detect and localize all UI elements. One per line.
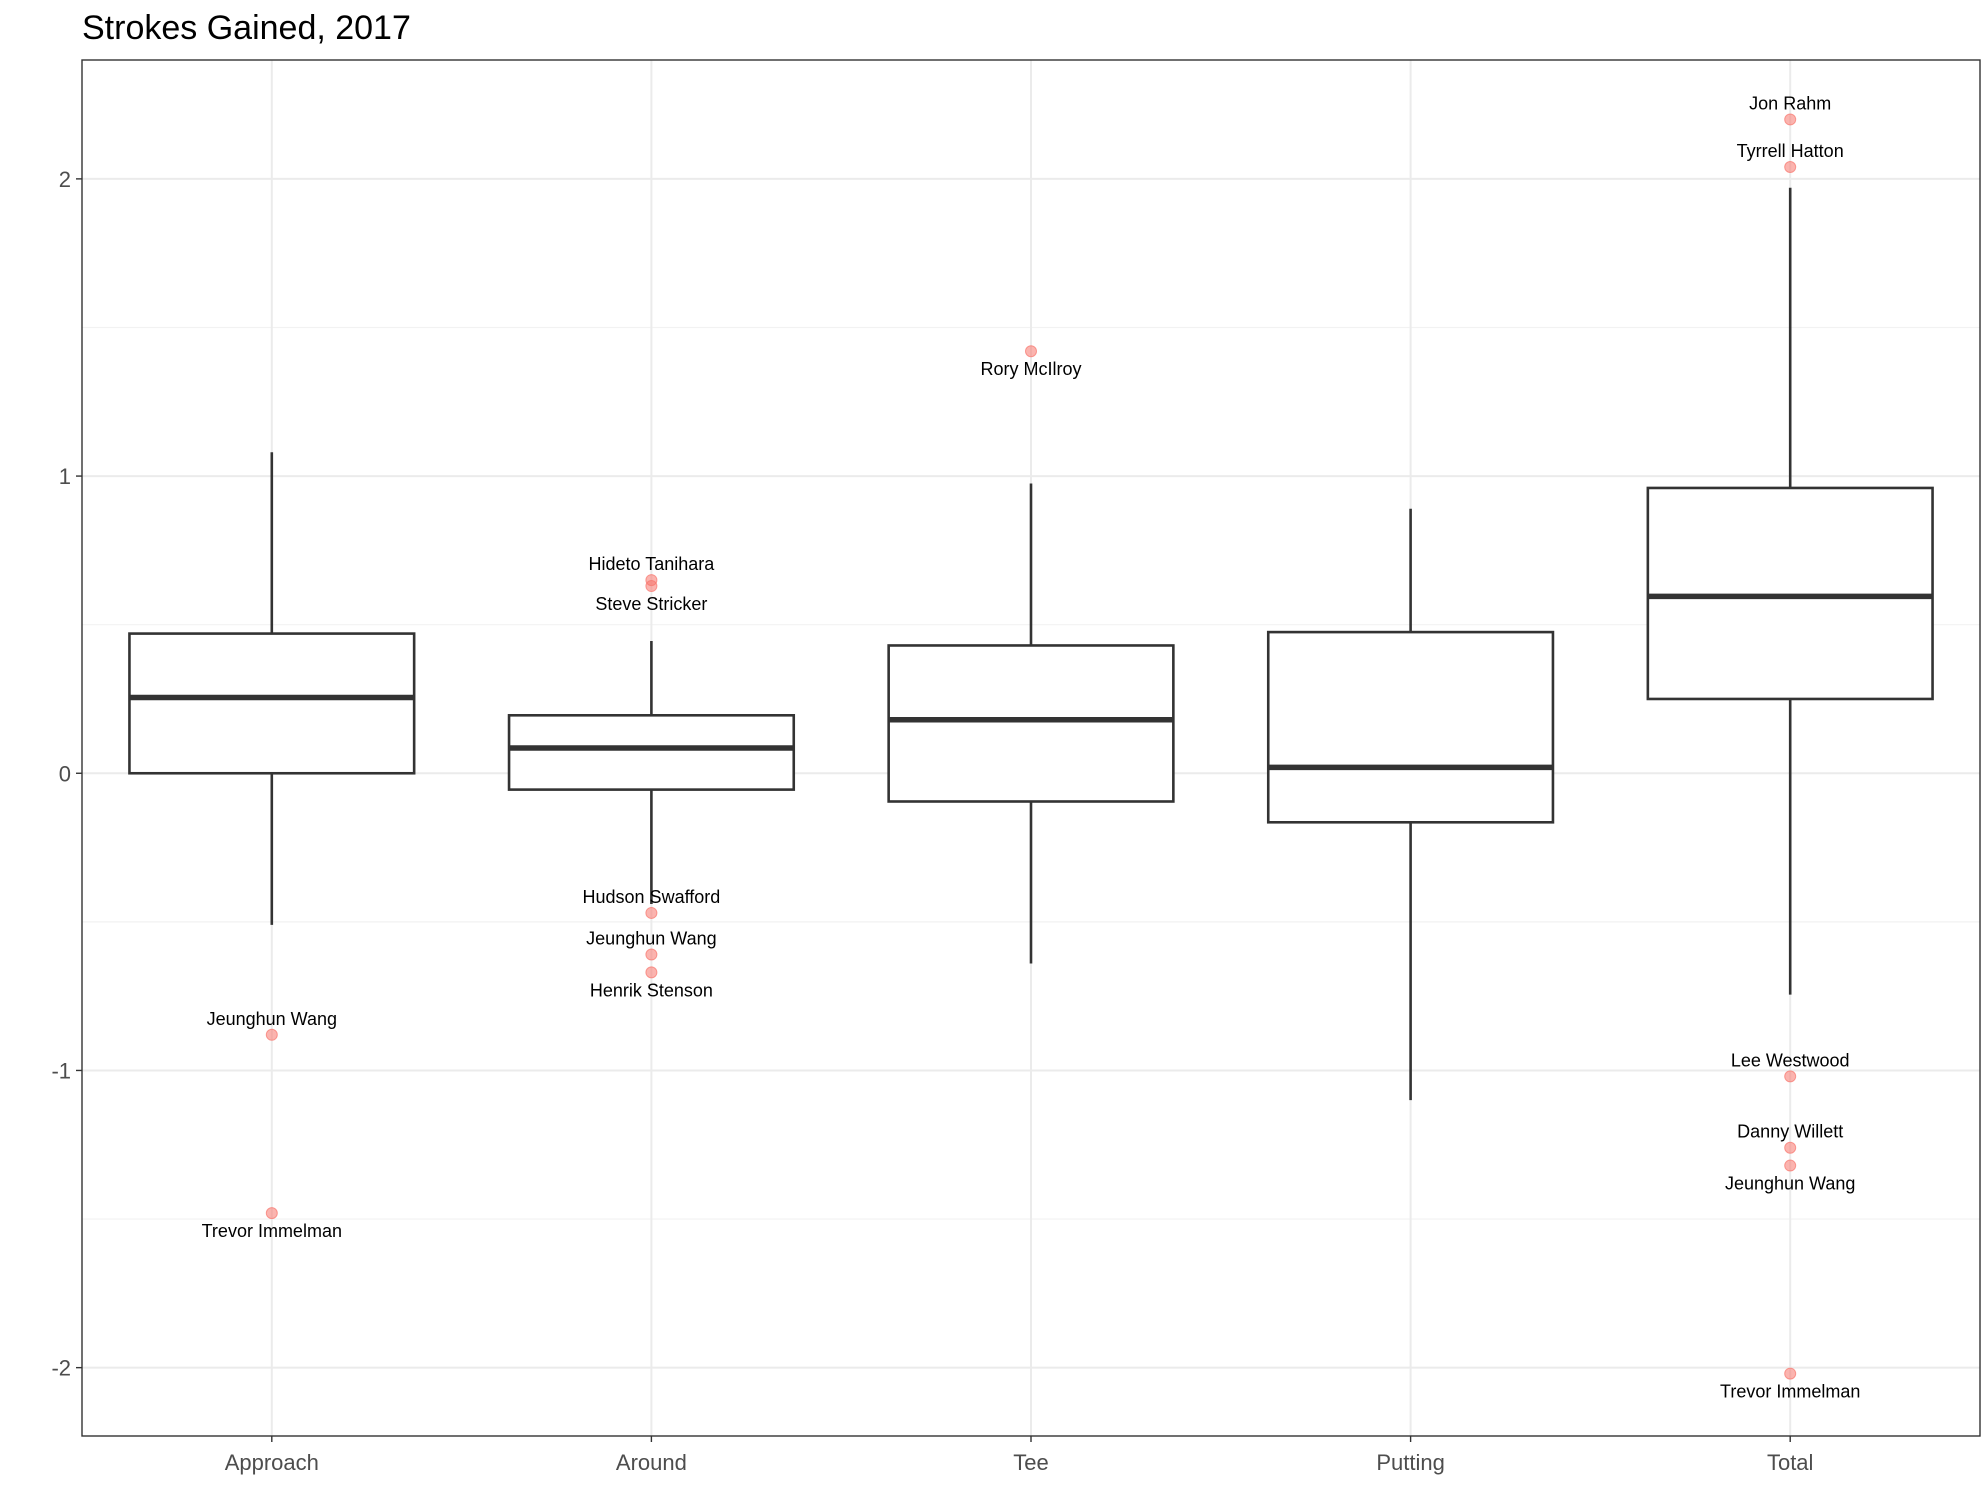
box-tee xyxy=(887,483,1175,964)
outlier-point xyxy=(1784,1141,1797,1154)
y-tick-label: 1 xyxy=(59,464,71,489)
outlier-point xyxy=(1784,1070,1797,1083)
y-tick-label: 0 xyxy=(59,761,71,786)
outlier-label: Jeunghun Wang xyxy=(586,929,716,949)
outlier-point xyxy=(1784,1367,1797,1380)
outlier-label: Jeunghun Wang xyxy=(207,1009,337,1029)
box-total xyxy=(1646,187,1934,995)
x-tick-label: Tee xyxy=(1013,1450,1048,1475)
x-axis: Approach Around Tee Putting Total xyxy=(225,1436,1813,1475)
outlier-label: Lee Westwood xyxy=(1731,1050,1850,1070)
outlier-label: Hideto Tanihara xyxy=(589,554,716,574)
box-putting xyxy=(1266,508,1555,1101)
outlier-point xyxy=(1784,160,1797,173)
outlier-label: Henrik Stenson xyxy=(590,980,713,1000)
interquartile-box xyxy=(128,632,416,775)
x-tick-label: Putting xyxy=(1376,1450,1445,1475)
outlier-point xyxy=(265,1207,278,1220)
x-tick-label: Around xyxy=(616,1450,687,1475)
outlier-point xyxy=(265,1028,278,1041)
outlier-label: Hudson Swafford xyxy=(583,887,721,907)
outlier-point xyxy=(1025,345,1037,358)
outlier-label: Jon Rahm xyxy=(1749,93,1831,113)
outlier-label: Tyrrell Hatton xyxy=(1737,141,1844,161)
outlier-label: Trevor Immelman xyxy=(1720,1382,1860,1402)
y-tick-label: -1 xyxy=(51,1058,71,1083)
interquartile-box xyxy=(507,714,796,791)
box-around xyxy=(507,641,796,905)
y-axis: -2 -1 0 1 2 xyxy=(51,167,82,1381)
interquartile-box xyxy=(887,644,1175,803)
outlier-label: Trevor Immelman xyxy=(202,1221,342,1241)
box-approach xyxy=(128,452,416,925)
outlier-point xyxy=(645,966,658,979)
interquartile-box xyxy=(1646,486,1934,701)
chart-title: Strokes Gained, 2017 xyxy=(82,9,411,47)
outlier-point xyxy=(645,580,658,593)
outlier-label: Jeunghun Wang xyxy=(1725,1174,1855,1194)
outlier-label: Steve Stricker xyxy=(595,594,707,614)
x-tick-label: Total xyxy=(1767,1450,1813,1475)
outlier-label: Danny Willett xyxy=(1737,1122,1843,1142)
outlier-point xyxy=(645,906,658,919)
outlier-point xyxy=(1784,1159,1797,1172)
interquartile-box xyxy=(1266,630,1555,824)
y-tick-label: 2 xyxy=(59,167,71,192)
outlier-label: Rory McIlroy xyxy=(980,359,1081,379)
x-tick-label: Approach xyxy=(225,1450,319,1475)
outlier-point xyxy=(645,948,658,961)
outlier-point xyxy=(1784,113,1797,126)
y-tick-label: -2 xyxy=(51,1356,71,1381)
box-series xyxy=(128,187,1934,1101)
